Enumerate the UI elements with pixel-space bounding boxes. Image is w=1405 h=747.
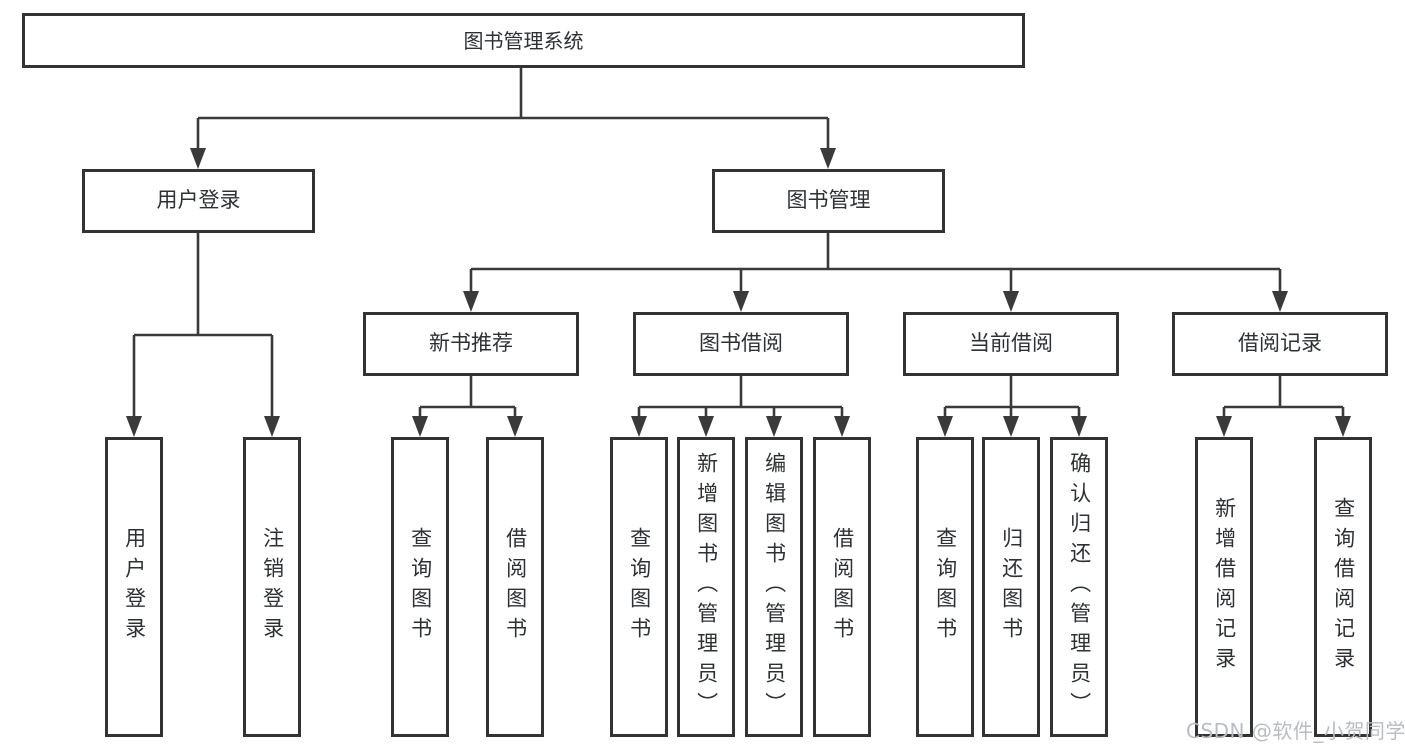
leaf-cb-query-books: 查询图书	[916, 437, 974, 737]
leaf-logout: 注销登录	[243, 437, 301, 737]
node-book-management: 图书管理	[712, 169, 945, 233]
arrow-down-icon	[1216, 416, 1232, 437]
arrow-down-icon	[264, 416, 280, 437]
edge-new-book-rec-children	[418, 376, 517, 418]
arrow-down-icon	[1272, 291, 1288, 312]
arrow-down-icon	[126, 416, 142, 437]
leaf-bb-add-books-admin: 新增图书（管理员）	[677, 437, 735, 737]
node-user-login: 用户登录	[82, 169, 315, 233]
node-book-borrow: 图书借阅	[633, 312, 849, 376]
leaf-bb-borrow-books: 借阅图书	[813, 437, 871, 737]
arrow-down-icon	[631, 416, 647, 437]
edge-book-borrow-children	[637, 376, 844, 418]
edge-borrow-records-children	[1222, 376, 1345, 418]
arrow-down-icon	[1003, 291, 1019, 312]
arrow-down-icon	[698, 416, 714, 437]
node-new-book-recommend: 新书推荐	[363, 312, 579, 376]
arrow-down-icon	[412, 416, 428, 437]
leaf-cb-return-books: 归还图书	[982, 437, 1040, 737]
arrow-down-icon	[190, 148, 206, 169]
leaf-br-add-record: 新增借阅记录	[1195, 437, 1253, 737]
node-current-borrow: 当前借阅	[903, 312, 1119, 376]
arrow-down-icon	[766, 416, 782, 437]
leaf-nbr-query-books: 查询图书	[391, 437, 449, 737]
leaf-bb-edit-books-admin: 编辑图书（管理员）	[745, 437, 803, 737]
node-borrow-records: 借阅记录	[1172, 312, 1388, 376]
connector-lines	[132, 68, 1345, 418]
leaf-cb-confirm-return-admin: 确认归还（管理员）	[1050, 437, 1108, 737]
edge-user-login-children	[132, 233, 274, 418]
leaf-bb-query-books: 查询图书	[610, 437, 668, 737]
arrowheads	[126, 148, 1351, 437]
leaf-br-query-record: 查询借阅记录	[1314, 437, 1372, 737]
arrow-down-icon	[463, 291, 479, 312]
arrow-down-icon	[1071, 416, 1087, 437]
arrow-down-icon	[733, 291, 749, 312]
arrow-down-icon	[820, 148, 836, 169]
edge-current-borrow-children	[943, 376, 1081, 418]
edge-root-to-level2	[196, 68, 830, 150]
arrow-down-icon	[834, 416, 850, 437]
arrow-down-icon	[1003, 416, 1019, 437]
arrow-down-icon	[937, 416, 953, 437]
edge-book-mgmt-to-level3	[469, 233, 1282, 293]
leaf-nbr-borrow-books: 借阅图书	[486, 437, 544, 737]
arrow-down-icon	[507, 416, 523, 437]
csdn-watermark: CSDN @软件_小贺同学	[1186, 719, 1405, 743]
leaf-user-login: 用户登录	[105, 437, 163, 737]
node-root: 图书管理系统	[22, 13, 1025, 68]
arrow-down-icon	[1335, 416, 1351, 437]
